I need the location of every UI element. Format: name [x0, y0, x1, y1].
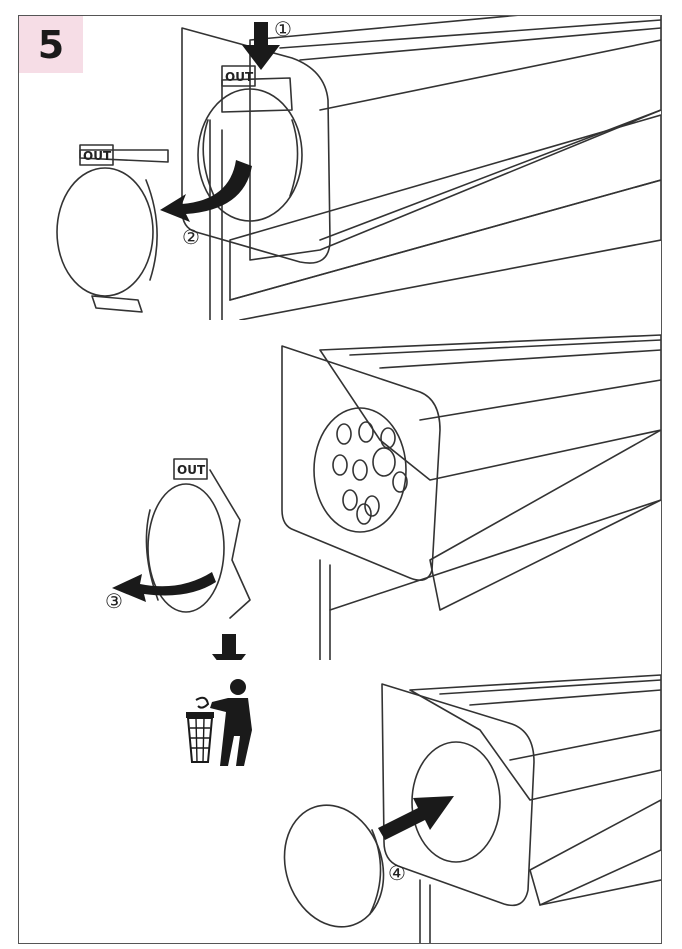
end-plate-2	[282, 346, 440, 580]
cap-out-label: OUT	[225, 70, 254, 84]
panel-rotate-and-discard: OUT ③	[105, 335, 661, 676]
roller-housing	[210, 15, 661, 320]
person-discarding-icon	[210, 679, 252, 766]
panel-remove-cap: OUT ① ② OUT	[57, 15, 661, 320]
discard-arrow-icon	[212, 634, 246, 676]
callout-1: ①	[274, 17, 292, 41]
roller-housing-2	[320, 335, 661, 660]
insert-arrow-icon	[378, 796, 454, 840]
callout-2: ②	[182, 225, 200, 249]
panel-insert-cover: ④	[378, 675, 661, 944]
roller-housing-3	[410, 675, 661, 944]
rotating-cap-out-label: OUT	[177, 463, 206, 477]
mount-pins	[314, 408, 407, 532]
cover-disc	[269, 792, 399, 940]
removed-cap-out-label: OUT	[83, 149, 112, 163]
rotate-arrow-icon	[112, 572, 216, 602]
callout-4: ④	[388, 861, 406, 885]
removed-cap: OUT	[57, 145, 168, 312]
recycle-bin-icon	[186, 698, 214, 762]
callout-3: ③	[105, 589, 123, 613]
